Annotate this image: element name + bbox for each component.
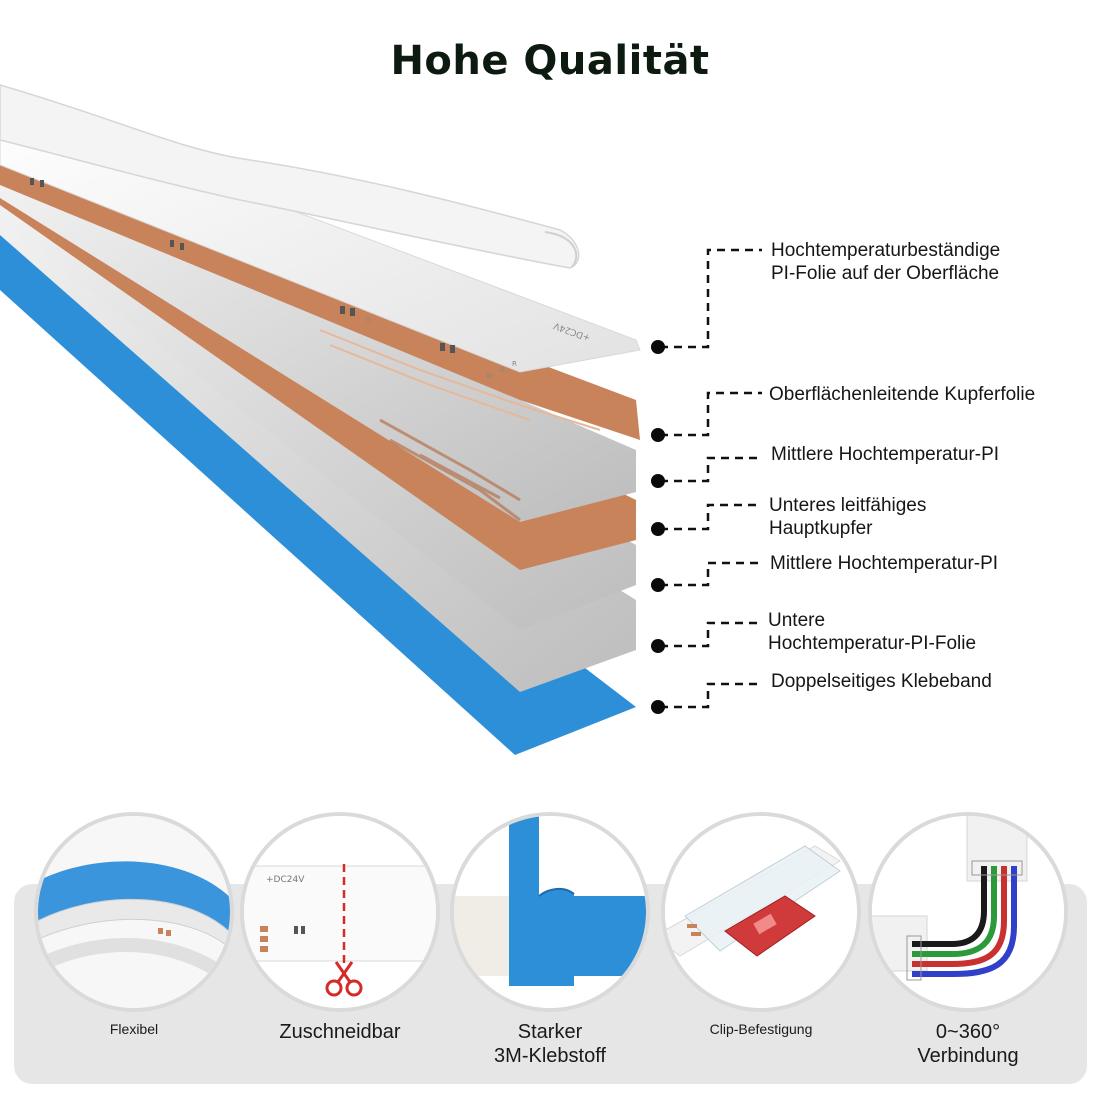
layer-label-surface-copper: Oberflächenleitende Kupferfolie [769, 384, 1036, 405]
svg-text:W: W [486, 372, 493, 380]
flexible-strip-icon [34, 812, 234, 1012]
layer-middle-pi-1 [0, 175, 636, 522]
layer-label-middle-pi-1: Mittlere Hochtemperatur-PI [771, 444, 1000, 465]
feature-adhesive: Starker 3M-Klebstoff [450, 812, 650, 1082]
l-connector-icon [868, 812, 1068, 1012]
layer-label-adhesive: Doppelseitiges Klebeband [771, 671, 992, 692]
feature-clip: Clip-Befestigung [661, 812, 861, 1082]
feature-label-flexible: Flexibel [109, 1021, 159, 1037]
page-title: Hohe Qualität [390, 38, 710, 84]
svg-text:G: G [366, 316, 371, 324]
layer-label-lower-pi: Untere Hochtemperatur-PI-Folie [768, 610, 977, 654]
layer-label-top-pi: Hochtemperaturbeständige PI-Folie auf de… [771, 240, 1001, 284]
clip-connector-icon [661, 812, 861, 1012]
feature-rotation: 0~360° Verbindung [868, 812, 1068, 1082]
adhesive-tape-icon [450, 812, 650, 1012]
feature-flexible: Flexibel [34, 812, 234, 1082]
feature-cuttable: +DC24V Zuschneidbar [240, 812, 440, 1082]
feature-label-rotation: 0~360° Verbindung [917, 1021, 1019, 1067]
feature-label-cuttable: Zuschneidbar [279, 1021, 401, 1043]
svg-text:R: R [512, 360, 517, 368]
layer-silicone-cover [0, 84, 580, 269]
feature-label-clip: Clip-Befestigung [709, 1021, 813, 1037]
svg-text:B: B [500, 366, 505, 374]
layer-label-main-copper: Unteres leitfähiges Hauptkupfer [769, 495, 927, 539]
layer-stack-illustration: +DC24V G R B W [0, 84, 641, 755]
feature-label-adhesive: Starker 3M-Klebstoff [494, 1021, 606, 1067]
layer-label-middle-pi-2: Mittlere Hochtemperatur-PI [770, 553, 999, 574]
scissors-icon: +DC24V [240, 812, 440, 1012]
svg-text:+DC24V: +DC24V [266, 875, 305, 885]
layer-surface-copper [0, 160, 640, 440]
